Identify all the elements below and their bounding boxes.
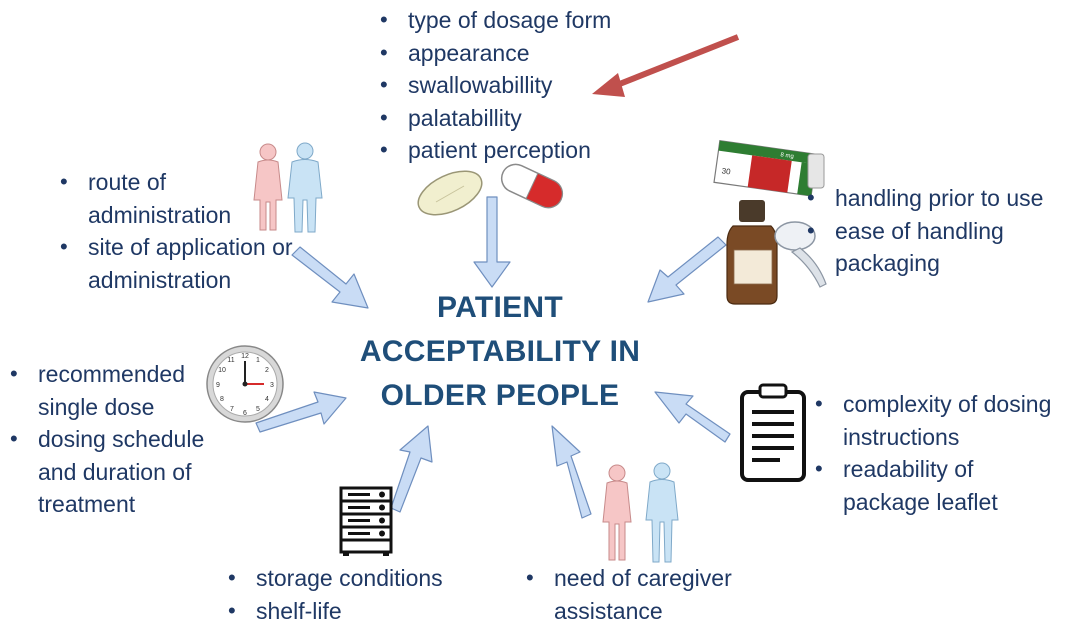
list-item: storage conditions xyxy=(228,562,488,595)
caregiver-figures-icon xyxy=(603,463,678,562)
arrow-bottom-right xyxy=(552,426,591,518)
svg-text:5: 5 xyxy=(256,406,260,413)
arrow-bottom-left xyxy=(391,426,432,512)
list-item: dosing schedule and duration of treatmen… xyxy=(10,423,228,521)
svg-text:1: 1 xyxy=(256,357,260,364)
center-title-line-1: PATIENT xyxy=(300,286,700,330)
group-bottom-left: storage conditions shelf-life xyxy=(228,562,488,627)
list-item: route of administration xyxy=(60,166,238,231)
center-title-line-3: OLDER PEOPLE xyxy=(300,374,700,418)
arrow-top xyxy=(474,197,510,287)
list-item: type of dosage form xyxy=(380,4,680,37)
list-item: appearance xyxy=(380,37,680,70)
clipboard-icon xyxy=(742,385,804,480)
group-top: type of dosage form appearance swallowab… xyxy=(380,4,680,167)
storage-cabinet-icon xyxy=(341,488,391,556)
list-item: patient perception xyxy=(380,134,680,167)
group-right: complexity of dosing instructions readab… xyxy=(815,388,1077,518)
list-item: shelf-life xyxy=(228,595,488,627)
list-item: site of application or administration xyxy=(60,231,300,296)
list-item: swallowabillity xyxy=(380,69,680,102)
list-item: handling prior to use xyxy=(807,182,1077,215)
center-title: PATIENT ACCEPTABILITY IN OLDER PEOPLE xyxy=(300,286,700,418)
group-top-right: handling prior to use ease of handling p… xyxy=(807,182,1077,280)
svg-text:6: 6 xyxy=(243,410,247,417)
medicine-box-label: 30 xyxy=(721,166,732,176)
svg-text:7: 7 xyxy=(230,406,234,413)
list-item: complexity of dosing instructions xyxy=(815,388,1075,453)
list-item: readability of package leaflet xyxy=(815,453,1033,518)
list-item: palatabillity xyxy=(380,102,680,135)
svg-text:4: 4 xyxy=(265,396,269,403)
center-title-line-2: ACCEPTABILITY IN xyxy=(300,330,700,374)
group-bottom-right: need of caregiver assistance xyxy=(526,562,766,627)
list-item: recommended single dose xyxy=(10,358,198,423)
svg-text:3: 3 xyxy=(270,382,274,389)
list-item: need of caregiver assistance xyxy=(526,562,764,627)
svg-text:12: 12 xyxy=(241,353,249,360)
group-left: recommended single dose dosing schedule … xyxy=(10,358,230,521)
list-item: ease of handling packaging xyxy=(807,215,1035,280)
group-top-left: route of administration site of applicat… xyxy=(60,166,300,296)
svg-text:2: 2 xyxy=(265,367,269,374)
